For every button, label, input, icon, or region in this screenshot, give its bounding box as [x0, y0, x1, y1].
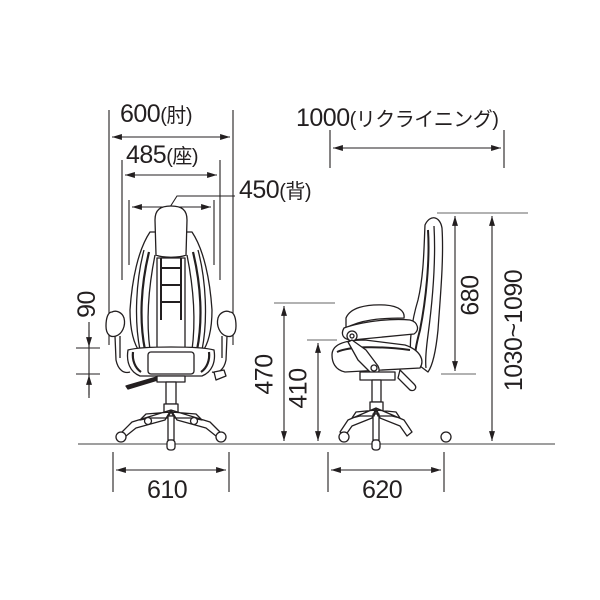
seat-width-value: 485	[126, 141, 167, 169]
front-caster	[166, 439, 176, 451]
base-depth-label: 620	[362, 476, 403, 504]
armrest-adjust-label: 90	[72, 291, 101, 318]
back-width-value: 450	[239, 176, 280, 204]
armrest-left	[105, 310, 126, 338]
back-width-note: (背)	[279, 181, 312, 203]
front-dimension-lines	[76, 110, 235, 492]
side-armrest	[345, 304, 405, 329]
side-dimension-lines	[274, 130, 528, 492]
total-height-label: 1030~1090	[500, 269, 529, 392]
recline-depth-note: (リクライニング)	[349, 109, 499, 131]
recline-depth-label: 1000(リクライニング)	[296, 104, 499, 132]
armrest-width-note: (肘)	[160, 105, 193, 127]
armrest-right	[216, 310, 237, 338]
base-width-label: 610	[147, 476, 188, 504]
seat-width-label: 485(座)	[126, 141, 199, 169]
side-view-chair	[331, 217, 452, 451]
armrest-height-label: 470	[250, 354, 279, 395]
front-view-chair	[105, 205, 237, 451]
back-width-label: 450(背)	[239, 176, 312, 204]
back-height-label: 680	[456, 275, 485, 316]
armrest-width-label: 600(肘)	[120, 100, 193, 128]
armrest-width-value: 600	[120, 100, 161, 128]
headrest	[154, 205, 188, 258]
seat-height-label: 410	[284, 368, 313, 409]
seat-width-note: (座)	[166, 146, 199, 168]
recline-depth-value: 1000	[296, 104, 350, 132]
